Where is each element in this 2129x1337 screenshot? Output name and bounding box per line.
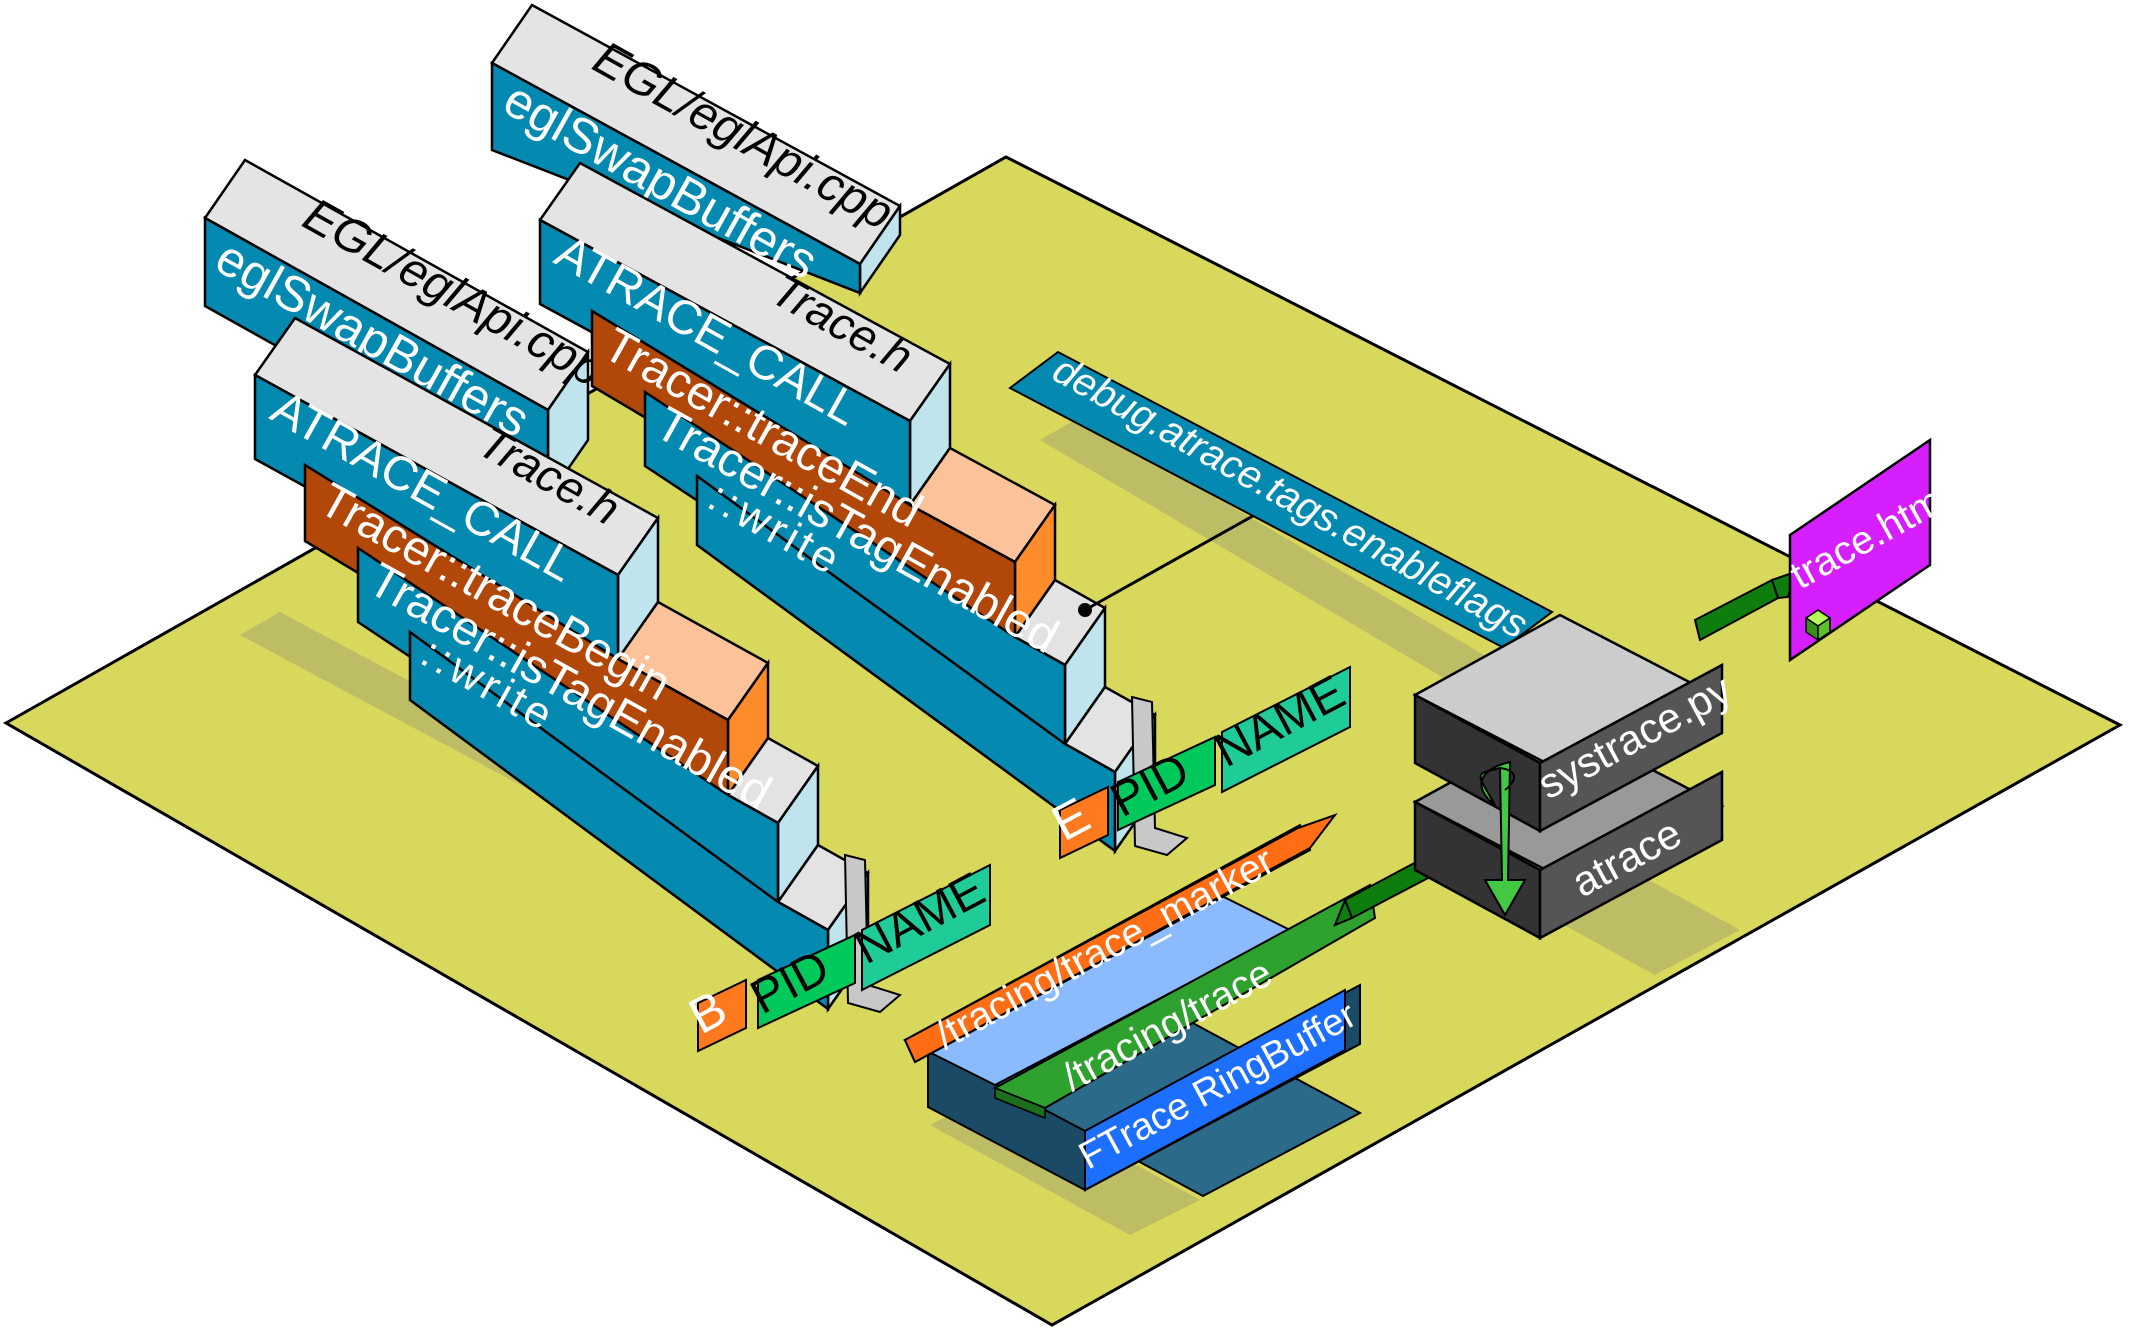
ftrace-stack: FTrace RingBuffer /tracing/trace_marker … (902, 812, 1377, 1198)
cube-icon (1804, 609, 1832, 642)
property-link-line (1084, 510, 1261, 612)
loop-arrow (1479, 760, 1527, 918)
ring-buffer-face (1084, 988, 1346, 1192)
write-connector-left (843, 853, 903, 1014)
